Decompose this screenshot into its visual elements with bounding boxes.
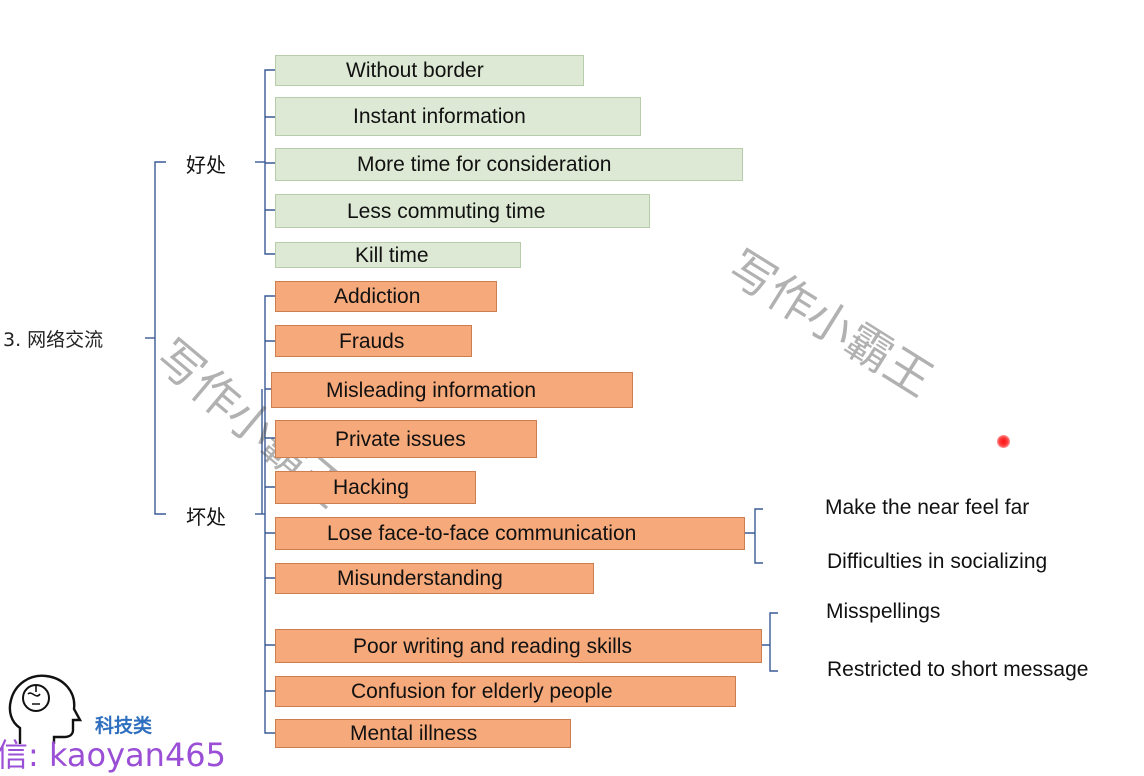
pros-label: 好处 xyxy=(186,153,226,177)
cons-label: 坏处 xyxy=(186,505,226,529)
cons-item: Lose face-to-face communication xyxy=(275,517,745,550)
logo-text: 科技类 xyxy=(95,715,153,737)
cons-item: Private issues xyxy=(275,420,537,458)
cons-item: Hacking xyxy=(275,471,476,504)
sub-item: Misspellings xyxy=(826,600,941,623)
pros-bracket xyxy=(264,69,275,255)
sub-item: Restricted to short message xyxy=(827,658,1089,681)
cons-item: Mental illness xyxy=(275,719,571,748)
watermark-right: 写作小霸王 xyxy=(718,239,943,408)
cons-item: Frauds xyxy=(275,325,472,357)
brain-head-logo-icon xyxy=(8,674,82,744)
logo-subtitle: 信: kaoyan465 xyxy=(0,736,227,774)
pros-item: Instant information xyxy=(275,97,641,136)
poor-sub-bracket xyxy=(762,612,778,672)
sub-item: Make the near feel far xyxy=(825,496,1030,519)
root-bracket xyxy=(154,161,166,515)
cons-item: Misleading information xyxy=(271,372,633,408)
pros-item: Without border xyxy=(275,55,584,86)
pros-item: Kill time xyxy=(275,242,521,268)
red-pointer-dot xyxy=(997,435,1010,448)
cons-bracket xyxy=(264,295,275,734)
pros-item: Less commuting time xyxy=(275,194,650,228)
face-sub-bracket xyxy=(745,508,763,564)
cons-item: Misunderstanding xyxy=(275,563,594,594)
cons-item: Addiction xyxy=(275,281,497,312)
cons-item: Poor writing and reading skills xyxy=(275,629,762,663)
mind-map: 写作小霸王 写作小霸王 3. 网络交流 好处 坏处 Without border… xyxy=(0,55,1089,774)
pros-item: More time for consideration xyxy=(275,148,743,181)
cons-item: Confusion for elderly people xyxy=(275,676,736,707)
root-label: 3. 网络交流 xyxy=(3,329,104,351)
sub-item: Difficulties in socializing xyxy=(827,550,1048,573)
